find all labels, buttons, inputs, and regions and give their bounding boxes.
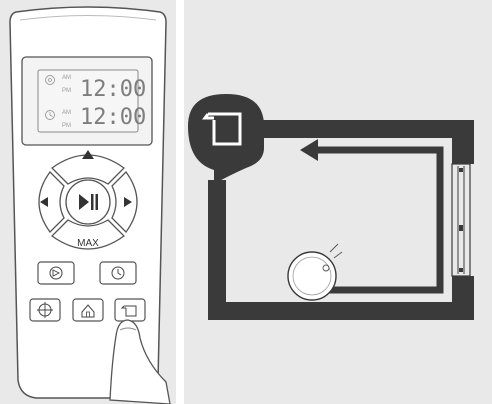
edge-clean-icon [202, 112, 242, 146]
spot-clean-button[interactable] [37, 261, 75, 285]
lcd-screen [37, 69, 139, 133]
triangle-right-icon [124, 197, 132, 207]
room-wall-top [226, 120, 474, 164]
remote-illustration: AM PM 12:00 AM PM 12:00 [9, 6, 171, 404]
mode-icon-badge [188, 94, 264, 184]
edge-clean-icon [120, 305, 137, 317]
spot-icon [49, 266, 63, 280]
time-display-1: 12:00 [80, 77, 146, 102]
remote-panel: AM PM 12:00 AM PM 12:00 [0, 0, 176, 404]
path-arrow-icon [300, 139, 318, 161]
floor-plan-panel [184, 0, 492, 404]
clock-icon [45, 110, 55, 120]
cleaning-path [300, 146, 444, 294]
clock-icon [111, 266, 125, 280]
pm-indicator-1: PM [62, 88, 71, 94]
edge-clean-illustration [188, 94, 474, 320]
house-icon [81, 304, 95, 318]
window [451, 163, 471, 277]
triangle-left-icon [40, 197, 48, 207]
triangle-up-icon [82, 150, 94, 159]
am-indicator-2: AM [62, 110, 71, 116]
finger-illustration [109, 319, 171, 404]
up-button[interactable] [51, 154, 125, 185]
clock-settings-icon [45, 75, 55, 85]
edge-clean-button[interactable] [114, 298, 146, 322]
am-indicator-1: AM [62, 75, 71, 81]
max-label: MAX [77, 238, 99, 249]
play-pause-icon [79, 194, 98, 210]
left-button[interactable] [38, 171, 65, 233]
panel-divider [176, 0, 184, 404]
robot-vacuum [287, 243, 343, 301]
crosshair-icon [37, 302, 53, 318]
room-wall-bottom [208, 180, 474, 320]
pm-indicator-2: PM [62, 123, 71, 129]
time-display-2: 12:00 [80, 105, 146, 130]
home-button[interactable] [72, 298, 104, 322]
max-button[interactable] [51, 219, 125, 250]
